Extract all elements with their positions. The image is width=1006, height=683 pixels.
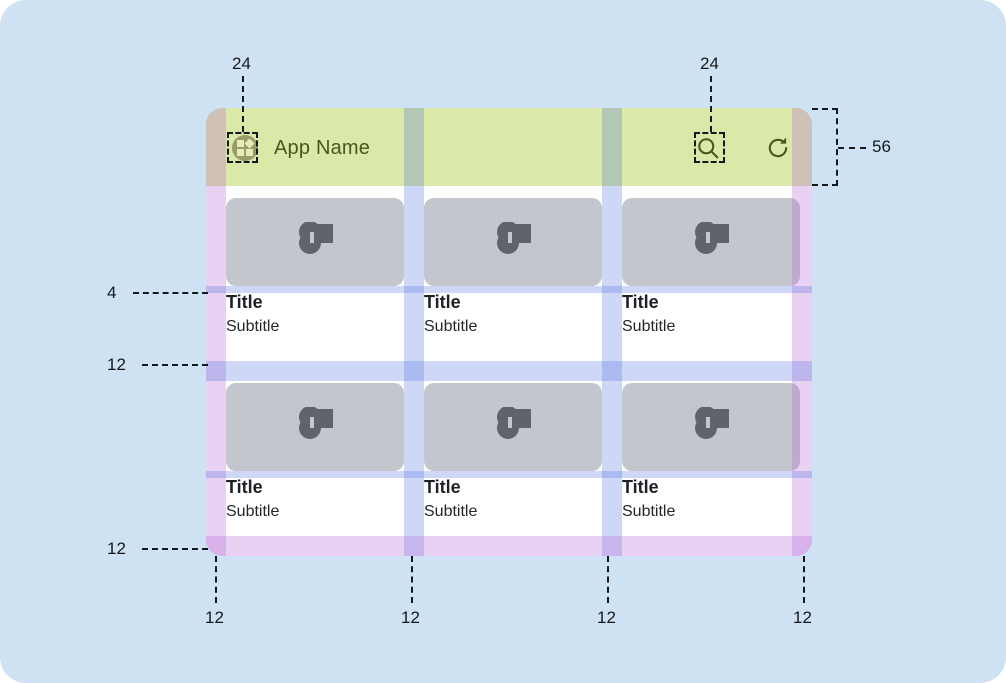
card-subtitle: Subtitle — [226, 318, 280, 335]
card-title: Title — [226, 292, 263, 312]
leader-left-margin — [215, 556, 217, 603]
annotation-gutter-2: 12 — [597, 608, 616, 627]
card-thumbnail — [424, 383, 602, 471]
card-thumbnail — [622, 383, 800, 471]
card-thumbnail — [226, 383, 404, 471]
leader-right-margin — [803, 556, 805, 603]
bracket-appbar-height — [812, 108, 838, 186]
card-subtitle: Subtitle — [226, 503, 280, 520]
image-placeholder-icon — [299, 222, 333, 254]
card-title: Title — [424, 477, 461, 497]
refresh-icon[interactable] — [764, 134, 792, 162]
highlight-box-logo — [227, 132, 258, 163]
leader-bottom-margin — [142, 548, 208, 550]
leader-gutter-1 — [411, 556, 413, 603]
card-thumbnail — [226, 198, 404, 286]
app-frame: App Name — [206, 108, 812, 556]
annotation-thumb-title-gap: 4 — [107, 283, 117, 302]
logo-square-bottom-left — [237, 149, 244, 156]
card-text: Title Subtitle — [622, 471, 800, 523]
card[interactable]: Title Subtitle — [226, 383, 404, 523]
annotation-row-gap: 12 — [107, 355, 126, 374]
annotation-left-margin: 12 — [205, 608, 224, 627]
card-thumbnail — [424, 198, 602, 286]
image-placeholder-icon — [299, 407, 333, 439]
card-title: Title — [226, 477, 263, 497]
annotation-gutter-1: 12 — [401, 608, 420, 627]
annotation-right-margin: 12 — [793, 608, 812, 627]
card-text: Title Subtitle — [424, 471, 602, 523]
highlight-box-search — [694, 132, 725, 163]
leader-row-gap — [142, 364, 208, 366]
card[interactable]: Title Subtitle — [424, 198, 602, 338]
card-thumbnail — [622, 198, 800, 286]
annotation-appbar-height: 56 — [872, 137, 891, 156]
card-title: Title — [424, 292, 461, 312]
card-text: Title Subtitle — [226, 286, 404, 338]
card-title: Title — [622, 477, 659, 497]
card-subtitle: Subtitle — [622, 503, 676, 520]
card[interactable]: Title Subtitle — [226, 198, 404, 338]
card-subtitle: Subtitle — [622, 318, 676, 335]
card-text: Title Subtitle — [622, 286, 800, 338]
logo-square-bottom-right — [246, 149, 253, 156]
leader-gutter-2 — [607, 556, 609, 603]
card[interactable]: Title Subtitle — [622, 383, 800, 523]
leader-search-spacing — [710, 76, 712, 132]
logo-square-top-left — [237, 140, 244, 147]
leader-logo-spacing — [242, 76, 244, 132]
card[interactable]: Title Subtitle — [622, 198, 800, 338]
leader-thumb-title-gap — [133, 292, 208, 294]
card-subtitle: Subtitle — [424, 503, 478, 520]
annotation-search-spacing: 24 — [700, 54, 719, 73]
annotation-logo-spacing: 24 — [232, 54, 251, 73]
card-text: Title Subtitle — [424, 286, 602, 338]
card-grid: Title Subtitle Title Subtitle — [206, 186, 812, 556]
card-text: Title Subtitle — [226, 471, 404, 523]
image-placeholder-icon — [695, 222, 729, 254]
card[interactable]: Title Subtitle — [424, 383, 602, 523]
app-bar-title: App Name — [274, 137, 371, 159]
annotation-bottom-margin: 12 — [107, 539, 126, 558]
image-placeholder-icon — [497, 222, 531, 254]
search-icon[interactable] — [694, 134, 722, 162]
image-placeholder-icon — [695, 407, 729, 439]
card-title: Title — [622, 292, 659, 312]
leader-appbar-height — [838, 147, 866, 149]
app-logo-icon[interactable] — [232, 135, 258, 161]
image-placeholder-icon — [497, 407, 531, 439]
card-subtitle: Subtitle — [424, 318, 478, 335]
